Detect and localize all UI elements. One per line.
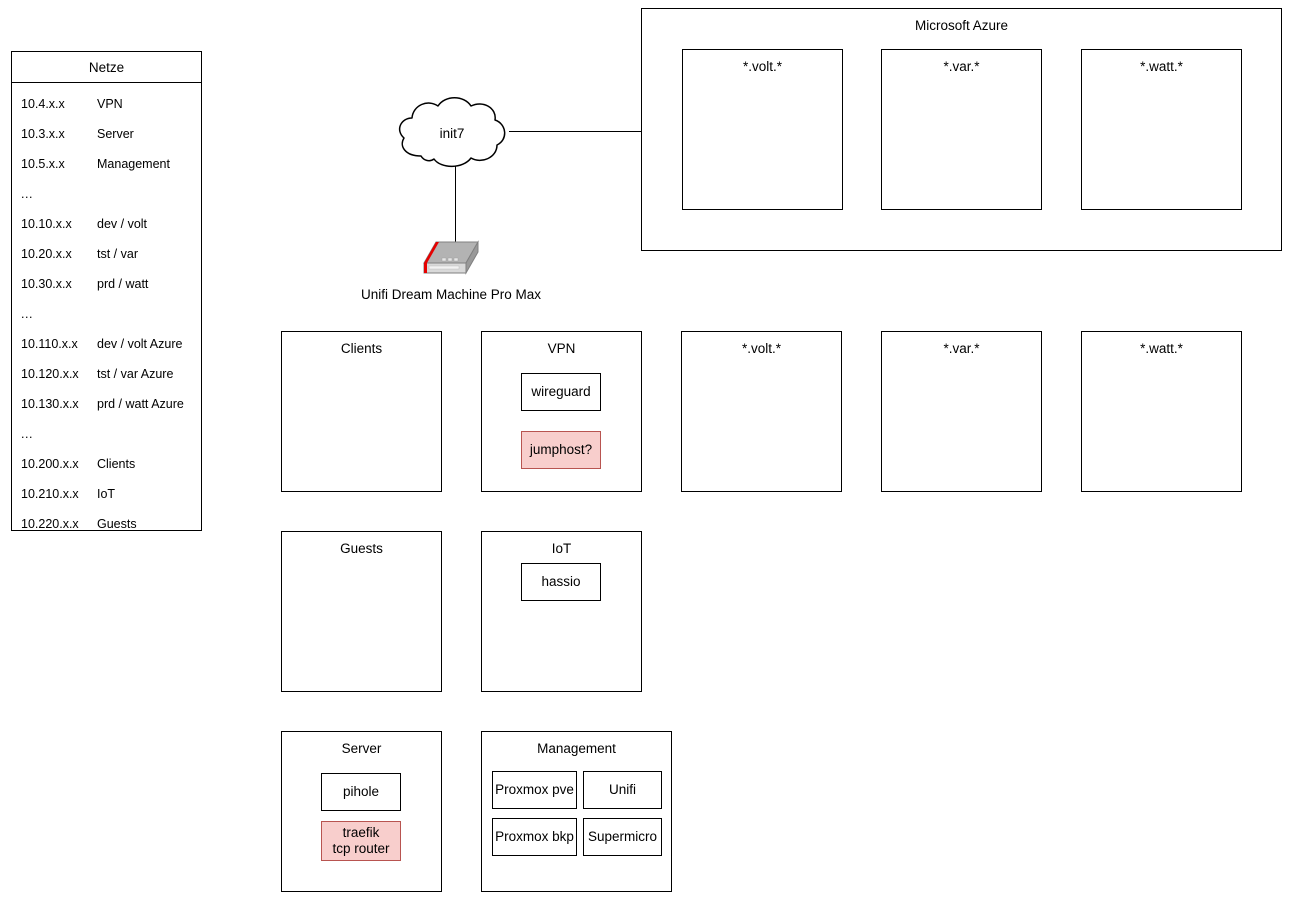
netze-cidr: 10.10.x.x bbox=[21, 216, 72, 231]
table-row-separator: ... bbox=[12, 419, 201, 449]
table-row: 10.4.x.x VPN bbox=[12, 89, 201, 119]
netze-cidr: 10.220.x.x bbox=[21, 516, 79, 531]
zone-guests-title: Guests bbox=[340, 541, 383, 556]
zone-guests: Guests bbox=[281, 531, 442, 692]
zone-volt-title: *.volt.* bbox=[741, 341, 782, 356]
netze-cidr: 10.20.x.x bbox=[21, 246, 72, 261]
netze-label: Guests bbox=[97, 516, 137, 531]
table-row: 10.5.x.x Management bbox=[12, 149, 201, 179]
zone-server-title: Server bbox=[341, 741, 382, 756]
netze-label: prd / watt bbox=[97, 276, 149, 291]
netze-label: Clients bbox=[97, 456, 136, 471]
netze-cidr: 10.200.x.x bbox=[21, 456, 79, 471]
netze-table-rows: 10.4.x.x VPN 10.3.x.x Server 10.5.x.x Ma… bbox=[12, 83, 201, 531]
zone-watt: *.watt.* bbox=[1081, 331, 1242, 492]
internet-cloud: init7 bbox=[391, 94, 513, 172]
azure-zone-watt-title: *.watt.* bbox=[1140, 59, 1183, 74]
netze-label: dev / volt Azure bbox=[97, 336, 183, 351]
zone-volt: *.volt.* bbox=[681, 331, 842, 492]
node-supermicro[interactable]: Supermicro bbox=[583, 818, 662, 856]
netze-cidr: 10.30.x.x bbox=[21, 276, 72, 291]
netze-cidr: 10.130.x.x bbox=[21, 396, 79, 411]
table-row: 10.120.x.x tst / var Azure bbox=[12, 359, 201, 389]
zone-iot: IoT hassio bbox=[481, 531, 642, 692]
netze-cidr: 10.210.x.x bbox=[21, 486, 79, 501]
node-traefik-tcp-router[interactable]: traefik tcp router bbox=[321, 821, 401, 861]
netze-cidr: ... bbox=[21, 186, 33, 201]
zone-management-title: Management bbox=[537, 741, 616, 756]
node-hassio[interactable]: hassio bbox=[521, 563, 601, 601]
table-row: 10.30.x.x prd / watt bbox=[12, 269, 201, 299]
table-row: 10.130.x.x prd / watt Azure bbox=[12, 389, 201, 419]
table-row-separator: ... bbox=[12, 179, 201, 209]
node-proxmox-bkp[interactable]: Proxmox bkp bbox=[492, 818, 577, 856]
table-row: 10.20.x.x tst / var bbox=[12, 239, 201, 269]
router-label: Unifi Dream Machine Pro Max bbox=[360, 287, 542, 302]
azure-zone-watt: *.watt.* bbox=[1081, 49, 1242, 210]
router-icon bbox=[420, 239, 482, 284]
table-row: 10.10.x.x dev / volt bbox=[12, 209, 201, 239]
netze-cidr: 10.120.x.x bbox=[21, 366, 79, 381]
table-row: 10.3.x.x Server bbox=[12, 119, 201, 149]
netze-cidr: 10.110.x.x bbox=[21, 336, 78, 351]
netze-table: Netze 10.4.x.x VPN 10.3.x.x Server 10.5.… bbox=[11, 51, 202, 531]
zone-clients-title: Clients bbox=[340, 341, 383, 356]
netze-label: Server bbox=[97, 126, 134, 141]
zone-iot-title: IoT bbox=[551, 541, 572, 556]
zone-var-title: *.var.* bbox=[943, 341, 980, 356]
azure-title: Microsoft Azure bbox=[914, 18, 1009, 33]
node-pihole[interactable]: pihole bbox=[321, 773, 401, 811]
netze-cidr: 10.3.x.x bbox=[21, 126, 65, 141]
table-row: 10.200.x.x Clients bbox=[12, 449, 201, 479]
table-row: 10.220.x.x Guests bbox=[12, 509, 201, 539]
node-proxmox-pve[interactable]: Proxmox pve bbox=[492, 771, 577, 809]
azure-zone-var-title: *.var.* bbox=[943, 59, 980, 74]
zone-vpn: VPN wireguard jumphost? bbox=[481, 331, 642, 492]
netze-label: tst / var bbox=[97, 246, 138, 261]
netze-cidr: 10.5.x.x bbox=[21, 156, 65, 171]
zone-var: *.var.* bbox=[881, 331, 1042, 492]
table-row: 10.110.x.x dev / volt Azure bbox=[12, 329, 201, 359]
table-row: 10.210.x.x IoT bbox=[12, 479, 201, 509]
node-unifi[interactable]: Unifi bbox=[583, 771, 662, 809]
netze-label: dev / volt bbox=[97, 216, 148, 231]
node-wireguard[interactable]: wireguard bbox=[521, 373, 601, 411]
netze-label: IoT bbox=[97, 486, 116, 501]
netze-label: prd / watt Azure bbox=[97, 396, 184, 411]
azure-zone-volt: *.volt.* bbox=[682, 49, 843, 210]
edge-cloud-to-azure bbox=[509, 131, 642, 132]
netze-label: VPN bbox=[97, 96, 123, 111]
netze-cidr: ... bbox=[21, 306, 33, 321]
zone-clients: Clients bbox=[281, 331, 442, 492]
netze-label: tst / var Azure bbox=[97, 366, 174, 381]
zone-vpn-title: VPN bbox=[547, 341, 576, 356]
netze-cidr: ... bbox=[21, 426, 33, 441]
zone-management: Management Proxmox pve Unifi Proxmox bkp… bbox=[481, 731, 672, 892]
edge-cloud-to-router bbox=[455, 166, 456, 242]
node-jumphost[interactable]: jumphost? bbox=[521, 431, 601, 469]
azure-zone-var: *.var.* bbox=[881, 49, 1042, 210]
netze-table-header: Netze bbox=[12, 52, 201, 83]
azure-zone-volt-title: *.volt.* bbox=[742, 59, 783, 74]
zone-watt-title: *.watt.* bbox=[1140, 341, 1183, 356]
zone-server: Server pihole traefik tcp router bbox=[281, 731, 442, 892]
table-row-separator: ... bbox=[12, 299, 201, 329]
netze-cidr: 10.4.x.x bbox=[21, 96, 65, 111]
netze-label: Management bbox=[97, 156, 170, 171]
